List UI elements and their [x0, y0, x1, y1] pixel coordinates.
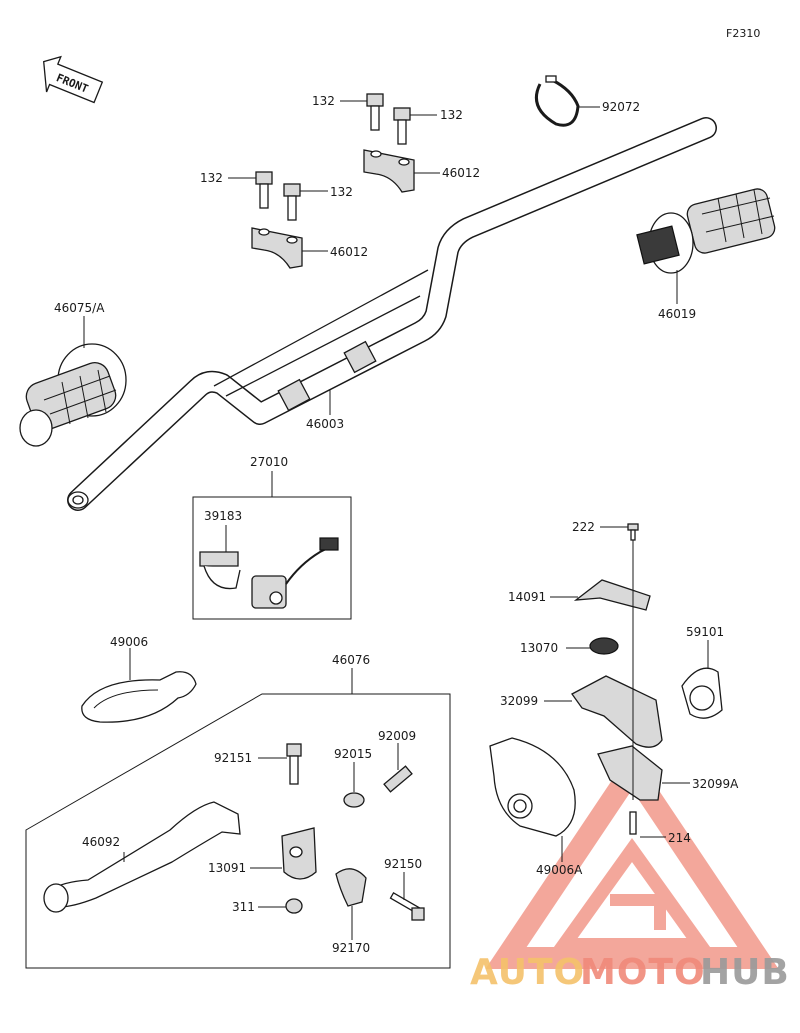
plate-14091 — [573, 579, 651, 611]
figure-code: F2310 — [726, 27, 760, 40]
lever-46092 — [43, 801, 241, 913]
label-92151: 92151 — [214, 751, 252, 765]
leader-lines — [83, 100, 709, 940]
label-92009: 92009 — [378, 729, 416, 743]
label-46075a: 46075/A — [54, 301, 105, 315]
label-46003: 46003 — [306, 417, 344, 431]
label-132-b: 132 — [440, 108, 463, 122]
label-132-a: 132 — [312, 94, 335, 108]
label-49006: 49006 — [110, 635, 148, 649]
label-39183: 39183 — [204, 509, 242, 523]
handlebar — [67, 117, 717, 511]
lever-cover — [81, 671, 197, 723]
label-222: 222 — [572, 520, 595, 534]
label-46092: 46092 — [82, 835, 120, 849]
label-46019: 46019 — [658, 307, 696, 321]
nut-92015 — [343, 792, 365, 808]
label-311: 311 — [232, 900, 255, 914]
label-32099: 32099 — [500, 694, 538, 708]
grip-left — [19, 343, 127, 447]
lever-assy-box — [25, 693, 451, 969]
clamp-92170 — [335, 868, 367, 907]
label-92015: 92015 — [334, 747, 372, 761]
watermark-hub: HUB — [700, 952, 790, 993]
label-46012-lower: 46012 — [330, 245, 368, 259]
bolt-132-b — [393, 107, 411, 145]
label-214: 214 — [668, 831, 691, 845]
front-arrow: FRONT — [43, 55, 104, 104]
label-13070: 13070 — [520, 641, 558, 655]
label-132-d: 132 — [330, 185, 353, 199]
adjuster-92009 — [383, 765, 413, 793]
label-92150: 92150 — [384, 857, 422, 871]
housing-32099a — [597, 745, 663, 801]
nut-311 — [285, 898, 303, 914]
grip-right — [636, 188, 776, 274]
ring-13070 — [589, 637, 619, 655]
screw-222 — [627, 523, 639, 541]
watermark-moto: MOTO — [580, 952, 706, 993]
watermark-text: AUTO MOTO HUB — [470, 952, 790, 993]
label-92072: 92072 — [602, 100, 640, 114]
label-27010: 27010 — [250, 455, 288, 469]
bolt-92151 — [286, 743, 302, 785]
bolt-92150 — [389, 892, 425, 921]
switch-unit — [251, 537, 339, 609]
cover-59101 — [681, 667, 723, 719]
bolt-132-c — [255, 171, 273, 209]
housing-32099 — [571, 675, 663, 748]
label-14091: 14091 — [508, 590, 546, 604]
label-59101: 59101 — [686, 625, 724, 639]
holder-13091 — [281, 827, 317, 880]
label-13091: 13091 — [208, 861, 246, 875]
switch-holder — [199, 551, 241, 590]
label-46076: 46076 — [332, 653, 370, 667]
clamp-lower — [251, 227, 303, 269]
label-32099a: 32099A — [692, 777, 739, 791]
label-46012-upper: 46012 — [442, 166, 480, 180]
cover-49006a — [489, 737, 576, 837]
watermark-auto: AUTO — [470, 952, 585, 993]
label-49006a: 49006A — [536, 863, 583, 877]
bolt-132-d — [283, 183, 301, 221]
band-92072 — [535, 75, 580, 127]
screw-214 — [629, 811, 637, 835]
label-132-c: 132 — [200, 171, 223, 185]
label-92170: 92170 — [332, 941, 370, 955]
clamp-upper — [363, 149, 415, 193]
bolt-132-a — [366, 93, 384, 131]
part-labels: 132 132 132 132 46012 46012 92072 46019 … — [54, 94, 739, 955]
watermark-logo — [485, 750, 779, 969]
